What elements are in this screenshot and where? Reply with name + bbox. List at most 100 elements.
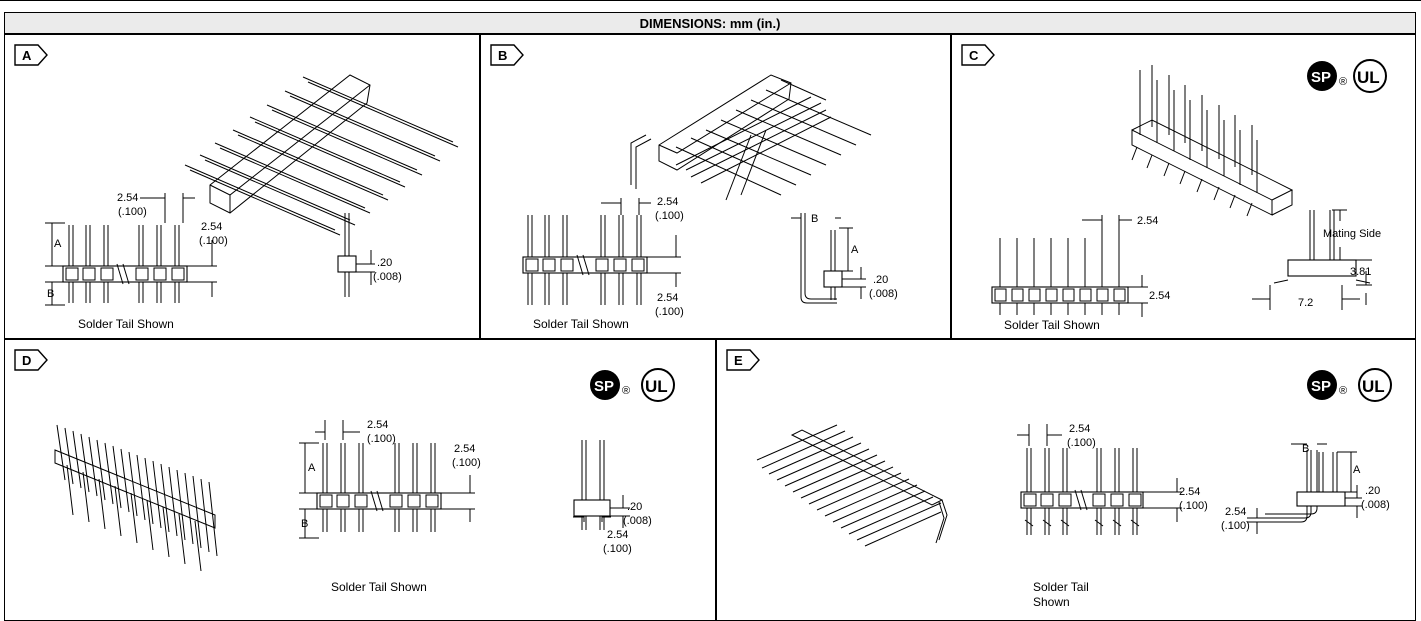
panel-b-dim-a: A — [851, 244, 859, 256]
panel-e-tag-label: E — [734, 353, 743, 368]
panel-b-height-mm: 2.54 — [657, 292, 678, 304]
panel-e-caption-line2: Shown — [1033, 595, 1070, 609]
panel-d-height-mm: 2.54 — [454, 443, 475, 455]
panel-c-side-view: Mating Side 3.81 7.2 — [1252, 209, 1381, 310]
panel-d-csa-logo: SP ® — [590, 370, 630, 400]
panel-c-ul-text: UL — [1357, 68, 1380, 87]
panel-a-dim-b: B — [47, 288, 54, 300]
panel-c-ul-logo: UL — [1353, 59, 1387, 93]
panel-c-pitch: 2.54 — [1137, 215, 1158, 227]
panel-c-mating-side: Mating Side — [1323, 228, 1381, 240]
panel-e-side-view: B A .20 (.008) 2.54 (.100) — [1221, 443, 1390, 534]
panel-b-pitch-mm: 2.54 — [657, 196, 678, 208]
panel-e-row-in: (.100) — [1221, 520, 1250, 532]
panel-a-side-view: .20 (.008) — [337, 213, 402, 297]
panel-b-tag: B — [490, 44, 524, 66]
panel-d-ul-text: UL — [645, 377, 668, 396]
dimensions-title-text: DIMENSIONS: mm (in.) — [639, 15, 781, 31]
panel-e-dim-a: A — [1353, 464, 1361, 476]
panel-c-front-view: 2.54 2.54 Solder Tail Shown — [991, 215, 1170, 332]
panel-a-tag-label: A — [22, 48, 32, 63]
panel-b-drawing: B — [490, 44, 898, 331]
panel-d-side-mm: .20 — [627, 501, 642, 513]
panel-a-height-in: (.100) — [199, 235, 228, 247]
panel-d-tag: D — [14, 349, 48, 371]
panel-c-csa-logo: SP ® — [1307, 61, 1347, 91]
panel-e-front-view: 2.54 (.100) 2.54 (.100) Solder Tail Show… — [1017, 423, 1208, 609]
panel-e-ul-logo: UL — [1358, 368, 1392, 402]
panel-b: B — [480, 34, 951, 339]
panel-b-dim-b: B — [811, 213, 818, 225]
panel-e-ul-text: UL — [1362, 377, 1385, 396]
panel-b-height-in: (.100) — [655, 306, 684, 318]
panel-e-dim-b: B — [1302, 443, 1309, 455]
panel-c-tag: C — [961, 44, 995, 66]
panel-d-pitch-in: (.100) — [367, 433, 396, 445]
panel-d-caption: Solder Tail Shown — [331, 580, 427, 594]
panel-c-csa-text: SP — [1311, 69, 1331, 86]
panel-c: C SP ® UL — [951, 34, 1416, 339]
panel-e-pitch-in: (.100) — [1067, 437, 1096, 449]
panel-d-csa-text: SP — [594, 378, 614, 395]
panel-d: D SP ® UL — [4, 339, 716, 621]
panel-b-side-in: (.008) — [869, 288, 898, 300]
panel-d-tag-label: D — [22, 353, 31, 368]
panel-c-drawing: C SP ® UL — [961, 44, 1387, 332]
panel-c-dim-381: 3.81 — [1350, 266, 1371, 278]
panel-e-side-mm: .20 — [1365, 485, 1380, 497]
panel-c-tag-label: C — [969, 48, 979, 63]
panel-c-isometric-connector — [1131, 65, 1294, 217]
panel-d-pitch-mm: 2.54 — [367, 419, 388, 431]
panel-b-pitch-in: (.100) — [655, 210, 684, 222]
panel-d-dim-b: B — [301, 518, 308, 530]
panel-e-isometric-connector — [756, 424, 948, 547]
panel-d-side-in: (.008) — [623, 515, 652, 527]
dimensions-title: DIMENSIONS: mm (in.) — [4, 12, 1416, 34]
panel-c-height: 2.54 — [1149, 290, 1170, 302]
panel-d-front-view: 2.54 (.100) 2.54 (.100) A B Solder Tail … — [299, 419, 481, 594]
panel-c-csa-reg: ® — [1339, 76, 1347, 88]
panel-b-side-mm: .20 — [873, 274, 888, 286]
panel-d-dim-a: A — [308, 462, 316, 474]
sheet-top-border — [0, 0, 1421, 2]
panel-e-csa-logo: SP ® — [1307, 370, 1347, 400]
panel-e-drawing: E SP ® UL — [726, 349, 1392, 609]
panel-a: A — [4, 34, 480, 339]
panel-e-height-mm: 2.54 — [1179, 486, 1200, 498]
panel-e-csa-text: SP — [1311, 378, 1331, 395]
panel-c-caption: Solder Tail Shown — [1004, 318, 1100, 332]
panel-a-dim-a: A — [54, 238, 62, 250]
panel-e-pitch-mm: 2.54 — [1069, 423, 1090, 435]
panel-e: E SP ® UL — [716, 339, 1416, 621]
panel-c-dim-72: 7.2 — [1298, 297, 1313, 309]
panel-e-tag: E — [726, 349, 760, 371]
panel-d-isometric-connector — [54, 424, 218, 572]
panel-d-csa-reg: ® — [622, 385, 630, 397]
panel-e-side-in: (.008) — [1361, 499, 1390, 511]
panel-d-row-mm: 2.54 — [607, 529, 628, 541]
panel-e-height-in: (.100) — [1179, 500, 1208, 512]
panel-d-ul-logo: UL — [641, 368, 675, 402]
panel-a-pitch-in: (.100) — [118, 206, 147, 218]
panel-b-isometric-connector — [630, 74, 872, 201]
panel-b-side-view: B A .20 (.008) — [791, 213, 898, 304]
panel-b-tag-label: B — [498, 48, 507, 63]
panel-a-front-view: A B 2.54 (.100) 2.54 (.100) Solder Tail … — [45, 192, 228, 331]
panel-a-drawing: A — [14, 44, 459, 331]
panel-a-side-in: (.008) — [373, 271, 402, 283]
panel-a-pitch-mm: 2.54 — [117, 192, 138, 204]
panel-b-front-view: 2.54 (.100) 2.54 (.100) Solder Tail Show… — [522, 196, 684, 331]
panel-d-height-in: (.100) — [452, 457, 481, 469]
panel-d-row-in: (.100) — [603, 543, 632, 555]
panel-a-height-mm: 2.54 — [201, 221, 222, 233]
panel-a-isometric-connector — [184, 74, 459, 236]
panel-e-caption-line1: Solder Tail — [1033, 580, 1089, 594]
panel-b-caption: Solder Tail Shown — [533, 317, 629, 331]
panel-d-drawing: D SP ® UL — [14, 349, 675, 594]
panel-a-side-mm: .20 — [377, 257, 392, 269]
panel-a-tag: A — [14, 44, 48, 66]
panel-e-csa-reg: ® — [1339, 385, 1347, 397]
panel-d-side-view: .20 (.008) 2.54 (.100) — [573, 440, 652, 555]
panel-a-caption: Solder Tail Shown — [78, 317, 174, 331]
